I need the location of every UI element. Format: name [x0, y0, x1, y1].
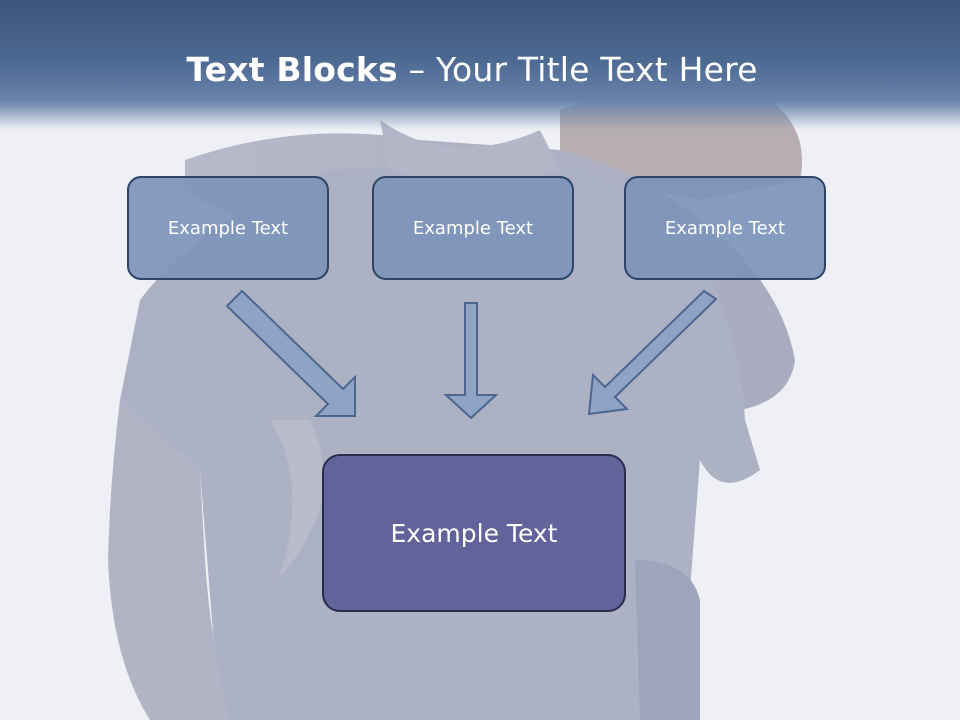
title-rest: Your Title Text Here [435, 50, 758, 89]
title-bar [0, 0, 960, 130]
text-block-left[interactable]: Example Text [127, 176, 329, 280]
text-block-middle[interactable]: Example Text [372, 176, 574, 280]
text-block-right[interactable]: Example Text [624, 176, 826, 280]
arrow-left-to-bottom [225, 289, 356, 417]
title-dash: – [397, 50, 436, 89]
slide-title: Text Blocks – Your Title Text Here [0, 50, 944, 89]
title-bold: Text Blocks [186, 50, 398, 89]
arrow-right-to-bottom [587, 289, 718, 416]
text-block-bottom[interactable]: Example Text [322, 454, 626, 612]
arrow-middle-to-bottom [443, 302, 499, 420]
